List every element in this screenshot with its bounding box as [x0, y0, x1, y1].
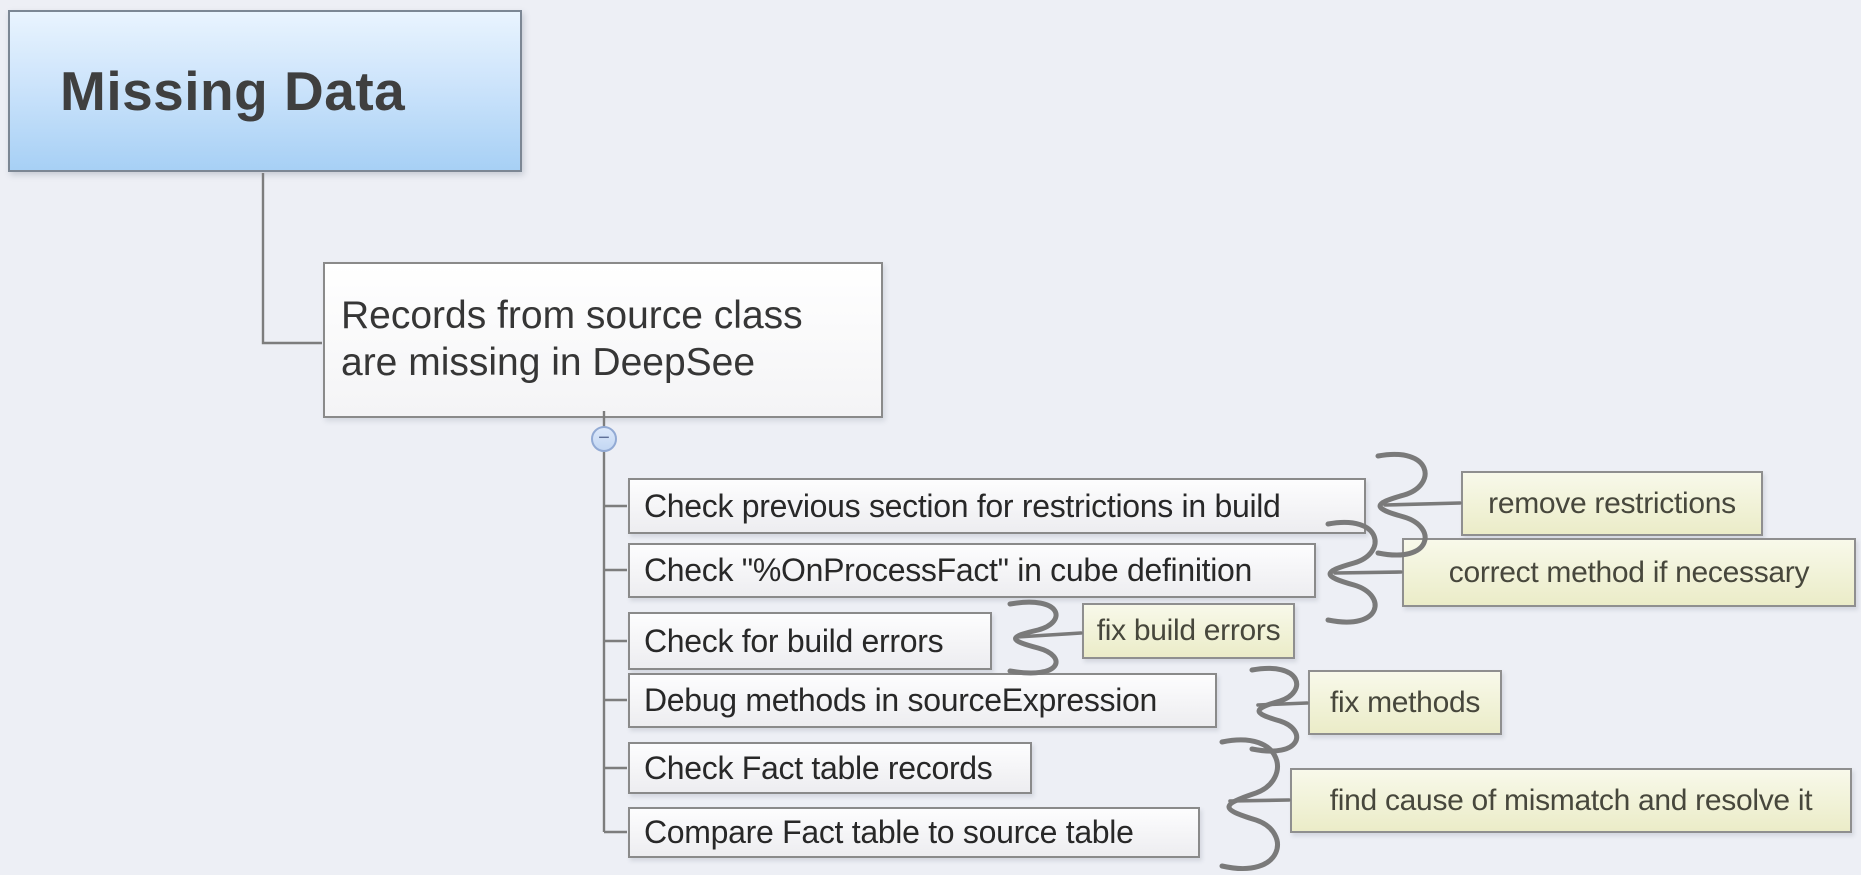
callout-squiggle-4	[1249, 665, 1300, 754]
callout-stub-2	[1333, 570, 1403, 575]
callout-squiggle-3	[1007, 599, 1059, 676]
root-topic-missing-data[interactable]: Missing Data	[8, 10, 522, 172]
topic-text-line1: Records from source class	[341, 294, 803, 338]
subtopic-debug-sourceexpression[interactable]: Debug methods in sourceExpression	[628, 673, 1217, 728]
topic-text-line2: are missing in DeepSee	[341, 341, 756, 384]
callout-stub-5	[1228, 798, 1291, 803]
subtopic-fact-table-records[interactable]: Check Fact table records	[628, 742, 1032, 794]
callout-stub-1	[1383, 501, 1462, 507]
callout-find-cause[interactable]: find cause of mismatch and resolve it	[1290, 768, 1852, 833]
subtopic-compare-fact-table[interactable]: Compare Fact table to source table	[628, 807, 1200, 858]
subtopic-onprocessfact[interactable]: Check "%OnProcessFact" in cube definitio…	[628, 543, 1316, 598]
collapse-button[interactable]: −	[591, 426, 617, 452]
callout-remove-restrictions[interactable]: remove restrictions	[1461, 471, 1763, 536]
callout-stub-4	[1256, 701, 1309, 707]
subtopic-check-restrictions[interactable]: Check previous section for restrictions …	[628, 478, 1366, 534]
callout-squiggle-2	[1325, 519, 1378, 625]
subtopic-build-errors[interactable]: Check for build errors	[628, 612, 992, 670]
callout-stub-3	[1015, 631, 1083, 639]
callout-squiggle-5	[1219, 737, 1280, 871]
minus-icon: −	[598, 427, 610, 449]
root-connector-line	[261, 173, 322, 345]
callout-fix-methods[interactable]: fix methods	[1308, 670, 1502, 735]
callout-correct-method[interactable]: correct method if necessary	[1402, 538, 1856, 607]
callout-fix-build-errors[interactable]: fix build errors	[1082, 603, 1295, 659]
topic-records-missing[interactable]: Records from source class are missing in…	[323, 262, 883, 418]
